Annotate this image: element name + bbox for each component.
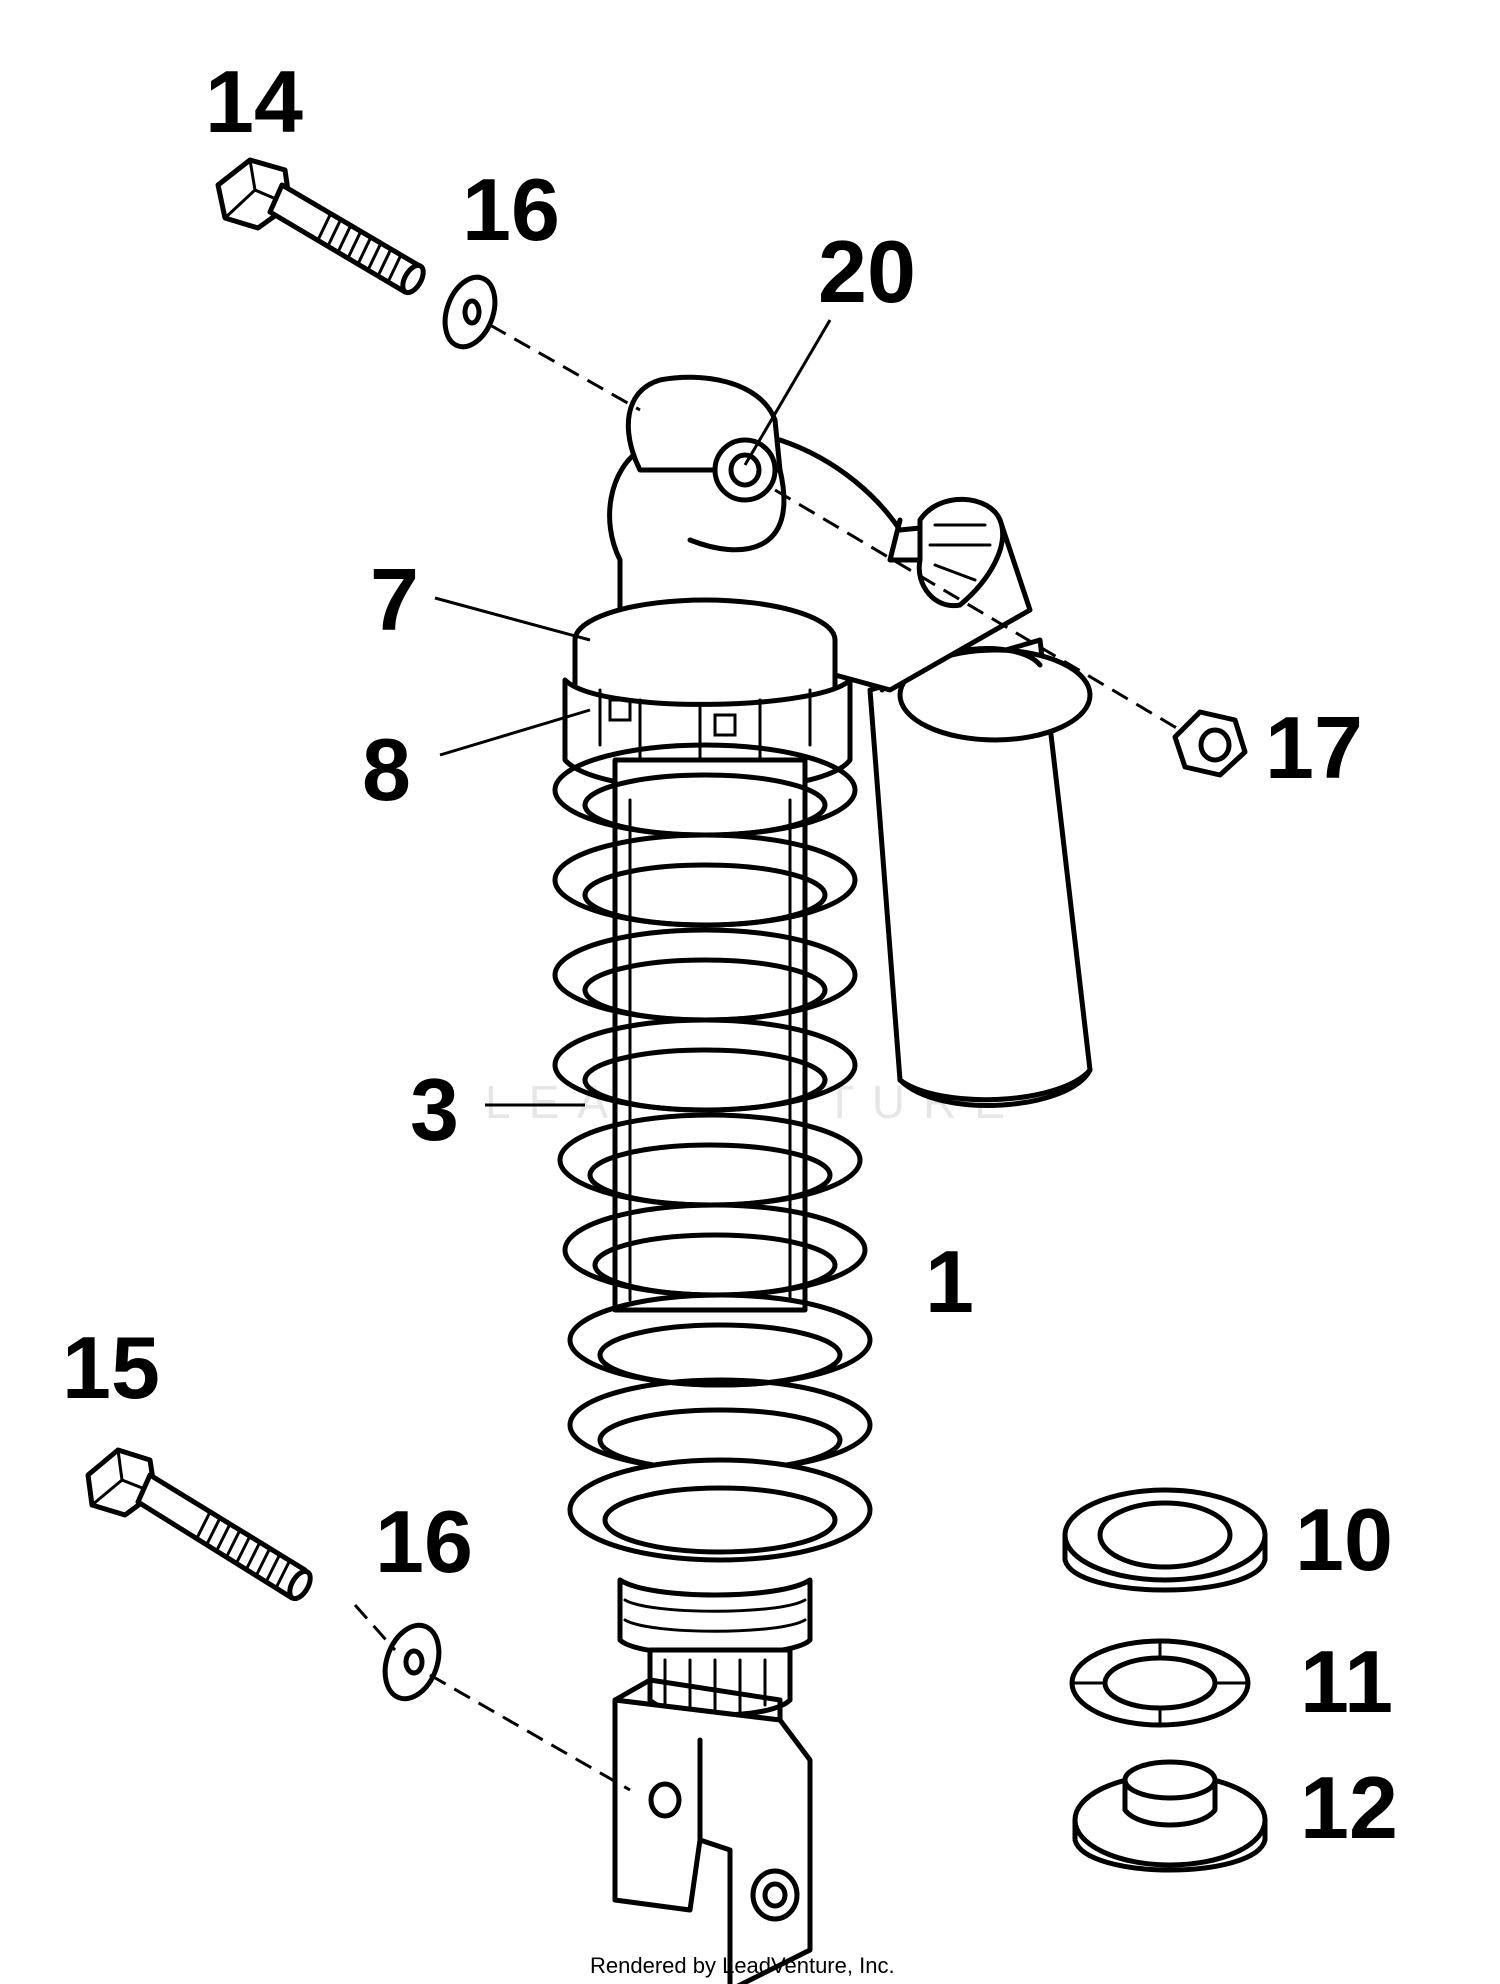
washer-16-lower bbox=[382, 1622, 442, 1702]
callouts: 14 16 20 7 8 17 3 1 15 16 10 11 12 bbox=[62, 52, 1398, 1857]
callout-20: 20 bbox=[818, 222, 916, 321]
assembly-lines bbox=[353, 323, 1181, 1792]
callout-14: 14 bbox=[205, 52, 303, 151]
callout-11: 11 bbox=[1300, 1632, 1393, 1731]
callout-8: 8 bbox=[362, 720, 411, 819]
callout-7: 7 bbox=[370, 550, 419, 649]
shock-top-mount bbox=[607, 374, 1033, 693]
clevis-hole bbox=[648, 1781, 682, 1819]
bolt-15 bbox=[85, 1447, 313, 1602]
callout-17: 17 bbox=[1265, 698, 1363, 797]
reservoir bbox=[867, 637, 1093, 1108]
callout-12: 12 bbox=[1300, 1758, 1398, 1857]
bottom-clevis bbox=[612, 1677, 813, 1984]
coil-spring bbox=[552, 742, 873, 1563]
nut-17 bbox=[1172, 709, 1248, 778]
leader-lines bbox=[434, 319, 832, 1107]
spring-seat-12 bbox=[1072, 1759, 1268, 1873]
callout-16-lower: 16 bbox=[375, 1492, 473, 1591]
callout-16-upper: 16 bbox=[462, 160, 560, 259]
callout-15: 15 bbox=[62, 1318, 160, 1417]
callout-10: 10 bbox=[1295, 1490, 1393, 1589]
callout-1: 1 bbox=[925, 1232, 974, 1331]
spring-seat-10 bbox=[1062, 1487, 1268, 1593]
callout-3: 3 bbox=[410, 1060, 459, 1159]
lower-seat bbox=[617, 1577, 813, 1718]
footer-credit: Rendered by LeadVenture, Inc. bbox=[590, 1953, 895, 1978]
bolt-14 bbox=[215, 157, 426, 296]
washer-16-upper bbox=[442, 274, 498, 350]
washer-11 bbox=[1069, 1638, 1251, 1728]
